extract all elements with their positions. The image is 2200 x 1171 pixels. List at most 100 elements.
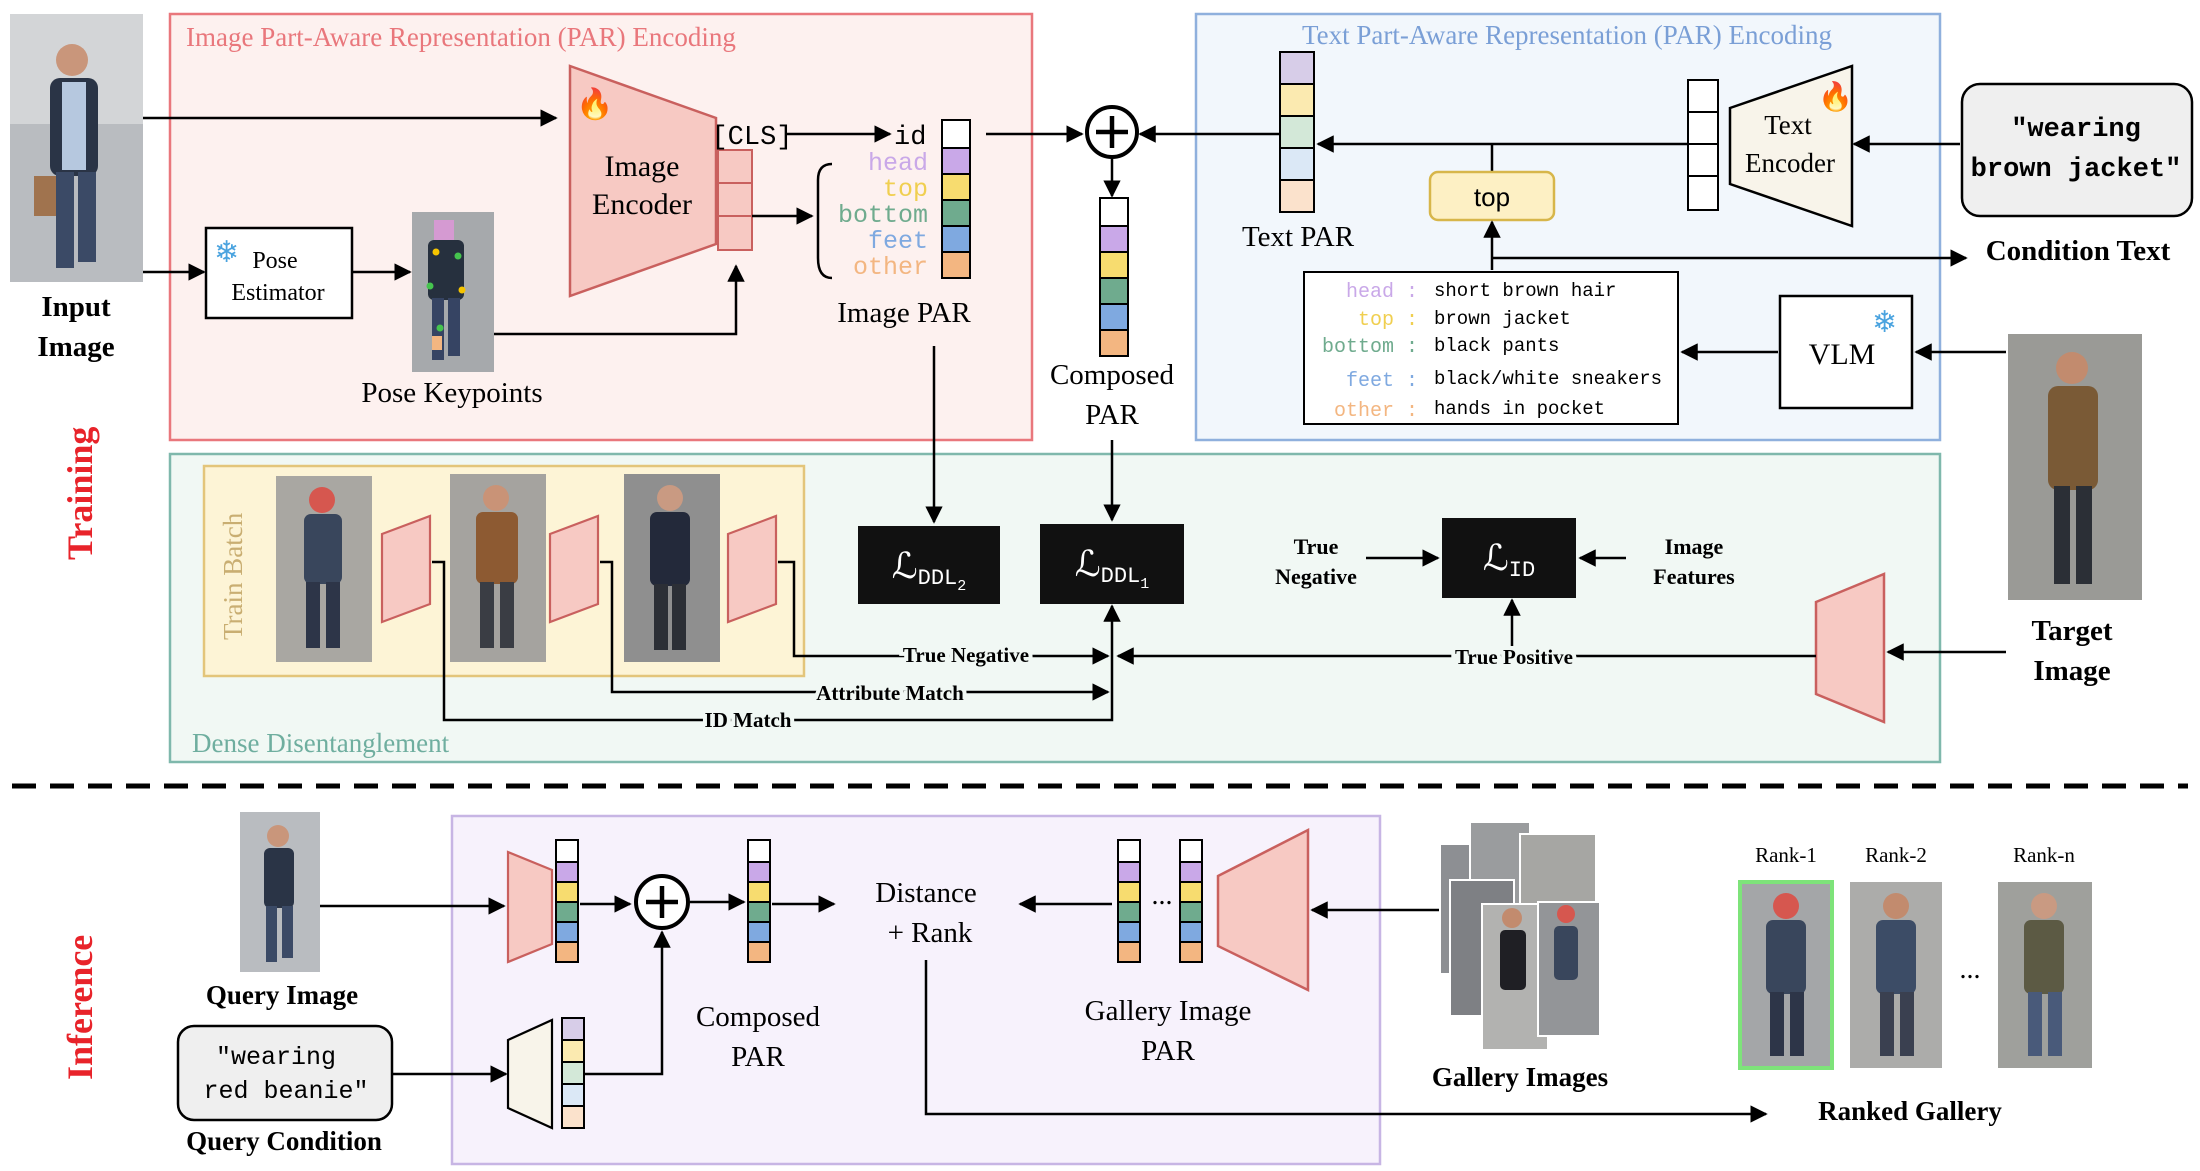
- gallery-images-stack: [1439, 821, 1601, 1051]
- image-features-label-2: Features: [1653, 564, 1735, 589]
- line-id-match: [432, 560, 1121, 722]
- attr-part-head: head :: [1346, 281, 1418, 304]
- text-encoder-label-1: Text: [1764, 110, 1812, 140]
- part-label-other: other: [853, 253, 928, 282]
- text-par-label: Text PAR: [1242, 221, 1355, 253]
- top-token-label: top: [1474, 182, 1510, 212]
- true-negative-left-1: True: [1294, 534, 1339, 559]
- rank-1-label: Rank-1: [1755, 843, 1817, 867]
- train-batch-photo-1: [276, 476, 372, 662]
- ranked-image-2: [1850, 882, 1942, 1068]
- attr-value-other: hands in pocket: [1434, 398, 1605, 420]
- image-par-region-title: Image Part-Aware Representation (PAR) En…: [186, 22, 736, 52]
- gallery-par-label-1: Gallery Image: [1085, 995, 1252, 1027]
- arrow-keypoints-to-encoder: [494, 264, 745, 336]
- inference-composed-par-vector: [747, 839, 771, 963]
- true-negative-label: True Negative: [903, 643, 1029, 667]
- image-par-label: Image PAR: [837, 297, 971, 329]
- gallery-par-vector-2: [1179, 839, 1203, 963]
- loss-ddl1: ℒDDL1: [1075, 544, 1150, 593]
- query-image-photo: [240, 812, 320, 972]
- pose-keypoints-photo: [412, 212, 494, 372]
- loss-id: ℒID: [1483, 538, 1535, 583]
- composed-par-label-2: PAR: [1085, 399, 1139, 431]
- attr-value-head: short brown hair: [1434, 280, 1616, 302]
- gallery-par-vector-1: [1117, 839, 1141, 963]
- train-batch-photo-2: [450, 474, 546, 662]
- attr-value-feet: black/white sneakers: [1434, 368, 1662, 390]
- input-image-photo: [10, 14, 143, 282]
- snowflake-icon: ❄: [214, 236, 239, 269]
- attr-part-feet: feet :: [1346, 370, 1418, 393]
- pose-estimator-box: [204, 226, 354, 320]
- rank-2-label: Rank-2: [1865, 843, 1927, 867]
- train-batch-photo-3: [624, 474, 720, 662]
- attr-value-bottom: black pants: [1434, 335, 1559, 357]
- text-encoder: [1728, 64, 1854, 228]
- loss-id-box: [1442, 518, 1576, 598]
- loss-ddl1-box: [1040, 524, 1184, 604]
- query-condition-line-2: red beanie": [203, 1077, 368, 1106]
- text-encoder-token-column: [1687, 79, 1719, 211]
- attribute-match-label: Attribute Match: [816, 681, 964, 705]
- train-encoder-1: [380, 514, 432, 624]
- pose-estimator-label-1: Pose: [252, 248, 297, 274]
- composed-par-label-1: Composed: [1050, 359, 1175, 391]
- condition-text-label: Condition Text: [1986, 235, 2171, 267]
- query-image-par-vector: [555, 839, 579, 963]
- vlm-label: VLM: [1809, 338, 1876, 371]
- ranked-ellipsis: ...: [1960, 954, 1981, 985]
- text-encoder-label-2: Encoder: [1745, 148, 1835, 178]
- condition-text-line-1: "wearing: [2011, 115, 2141, 145]
- loss-ddl2: ℒDDL2: [892, 546, 967, 595]
- attr-value-top: brown jacket: [1434, 308, 1571, 330]
- attr-part-top: top :: [1358, 309, 1418, 332]
- ranked-gallery-label: Ranked Gallery: [1818, 1096, 2002, 1126]
- image-encoder: [568, 64, 718, 298]
- gallery-image-encoder: [1216, 827, 1310, 993]
- ranked-image-n: [1998, 882, 2092, 1068]
- true-negative-left-2: Negative: [1275, 564, 1357, 589]
- gallery-par-label-2: PAR: [1141, 1035, 1195, 1067]
- query-image-encoder: [506, 850, 554, 964]
- condition-text-box: [1960, 82, 2194, 218]
- target-image-label-2: Image: [2033, 655, 2110, 687]
- part-label-top: top: [883, 175, 928, 204]
- circle-plus-icon: [1085, 105, 1139, 159]
- vlm-attribute-box: [1303, 271, 1679, 425]
- pose-keypoints-label: Pose Keypoints: [361, 377, 542, 409]
- distance-rank-label-2: + Rank: [888, 917, 973, 949]
- snowflake-icon: ❄: [1872, 306, 1897, 339]
- image-par-vector: [941, 119, 971, 279]
- image-encoder-label-1: Image: [605, 150, 680, 183]
- rank-n-label: Rank-n: [2013, 843, 2075, 867]
- id-label: id: [894, 123, 926, 153]
- fire-icon: 🔥: [576, 86, 613, 121]
- input-image-label-2: Image: [37, 331, 114, 363]
- arrow-true-negative: [778, 560, 1110, 665]
- encoder-token-column: [717, 149, 753, 251]
- query-condition-label: Query Condition: [186, 1126, 382, 1156]
- distance-rank-label-1: Distance: [875, 877, 976, 909]
- parts-brace: [816, 162, 833, 280]
- arrow-distance-to-ranked: [924, 960, 1768, 1123]
- target-image-label-1: Target: [2031, 615, 2112, 647]
- input-image-label-1: Input: [41, 291, 111, 323]
- part-label-head: head: [868, 149, 928, 178]
- arrow-attribute-match: [600, 560, 1110, 701]
- part-label-feet: feet: [868, 227, 928, 256]
- query-condition-line-1: "wearing: [216, 1043, 336, 1072]
- attr-part-other: other :: [1334, 400, 1418, 423]
- id-match-label: ID Match: [705, 708, 792, 732]
- inference-composed-par-label-2: PAR: [731, 1041, 785, 1073]
- text-par-region-title: Text Part-Aware Representation (PAR) Enc…: [1302, 20, 1832, 50]
- top-token-box: [1428, 170, 1556, 222]
- inference-composed-par-label-1: Composed: [696, 1001, 821, 1033]
- gallery-par-ellipsis: ...: [1152, 880, 1173, 911]
- ranked-image-1: [1738, 880, 1834, 1070]
- circle-plus-icon: [634, 874, 690, 930]
- train-batch-title: Train Batch: [218, 512, 248, 640]
- query-text-par-vector: [561, 1017, 585, 1129]
- composed-par-vector: [1099, 197, 1129, 357]
